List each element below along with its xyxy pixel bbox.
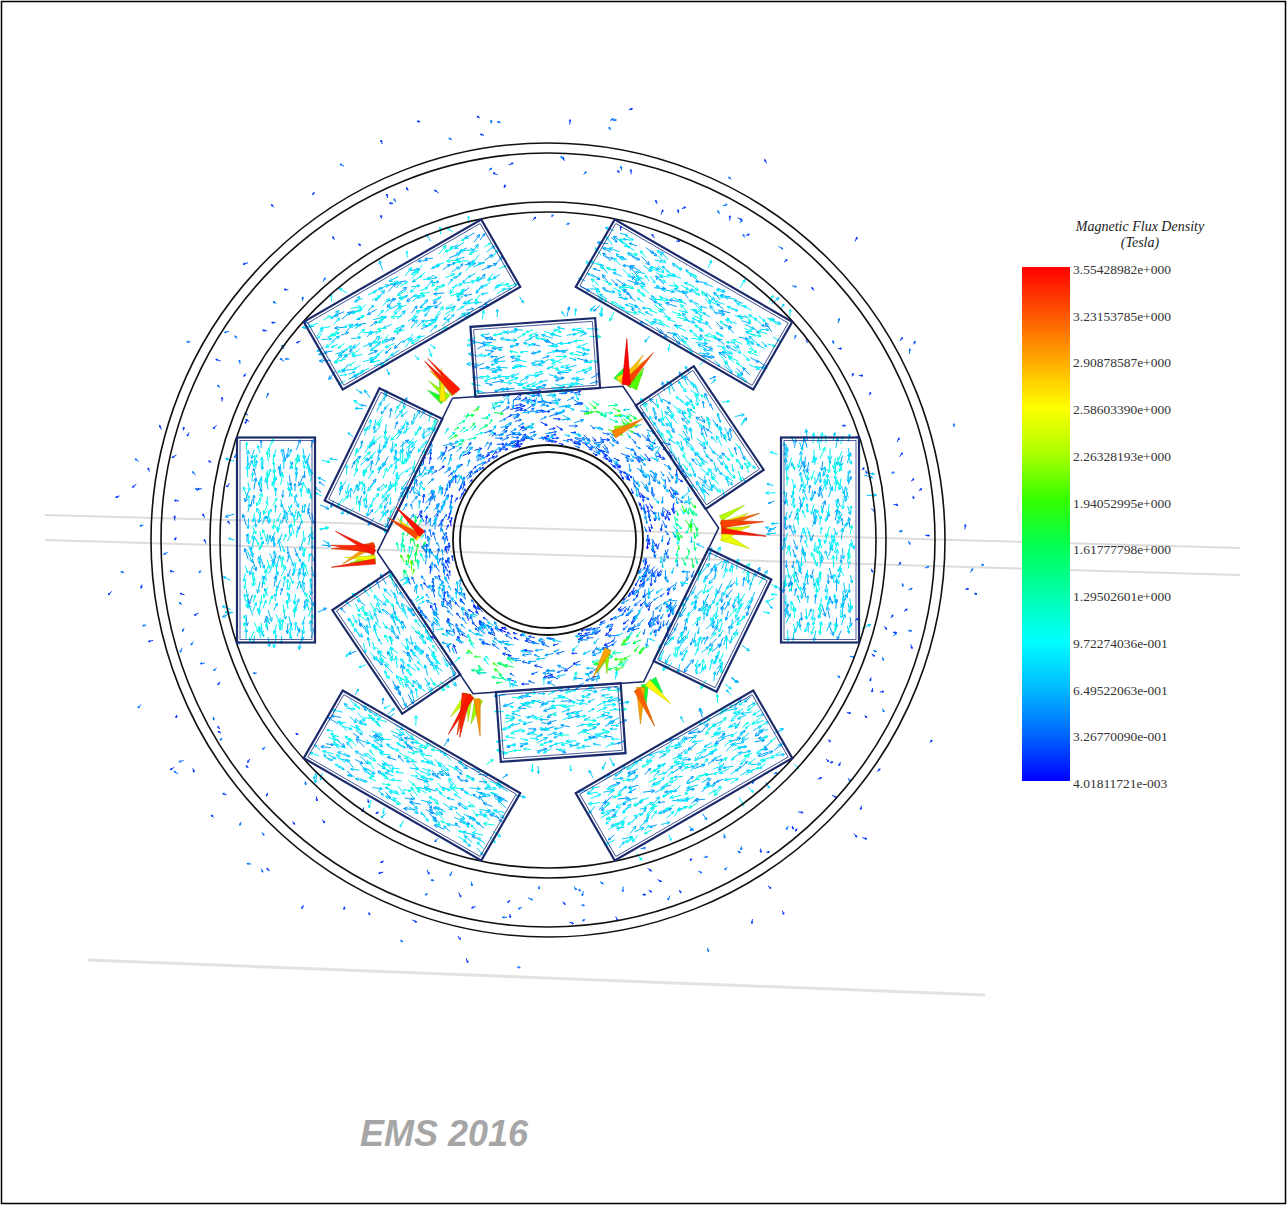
- legend-value: 3.23153785e+000: [1073, 309, 1171, 325]
- flux-vector: [243, 216, 855, 848]
- color-swatch: [1022, 711, 1070, 758]
- magnet: [636, 366, 764, 509]
- watermark: EMS 2016: [360, 1114, 528, 1154]
- legend-value: 9.72274036e-001: [1073, 636, 1168, 652]
- flux-vector: [396, 403, 698, 681]
- legend-value: 4.01811721e-003: [1073, 776, 1167, 792]
- flux-cone: [721, 520, 763, 527]
- motor-outline: [151, 143, 945, 937]
- magnet: [576, 691, 793, 861]
- magnet: [325, 388, 443, 531]
- flux-cone: [335, 531, 375, 555]
- flux-vectors: [108, 108, 984, 968]
- flux-cone: [428, 359, 460, 393]
- color-swatch: [1022, 290, 1070, 337]
- flux-cone: [425, 361, 458, 395]
- flux-cone: [331, 559, 375, 567]
- flux-vector: [406, 412, 698, 684]
- flux-cone: [612, 419, 643, 438]
- hot-vectors: [331, 339, 766, 738]
- magnet: [654, 549, 772, 692]
- magnet: [332, 571, 460, 714]
- color-swatch: [1022, 431, 1070, 478]
- flux-cone: [721, 528, 766, 536]
- color-swatch: [1022, 384, 1070, 431]
- flux-cone: [593, 648, 611, 678]
- color-swatch: [1022, 524, 1070, 571]
- flux-vector: [416, 403, 696, 675]
- magnet: [576, 219, 793, 389]
- rotor-core: [377, 386, 718, 693]
- magnet: [496, 683, 626, 762]
- magnet: [304, 691, 521, 861]
- color-swatch: [1022, 758, 1070, 781]
- flux-vector: [401, 409, 692, 670]
- magnet: [781, 438, 859, 643]
- color-swatch: [1022, 267, 1070, 290]
- legend-value: 2.58603390e+000: [1073, 402, 1171, 418]
- magnet: [470, 318, 600, 397]
- flux-vector: [121, 119, 984, 968]
- color-swatch: [1022, 337, 1070, 384]
- legend-value: 6.49522063e-001: [1073, 683, 1168, 699]
- legend-value: 3.26770090e-001: [1073, 729, 1168, 745]
- color-swatch: [1022, 477, 1070, 524]
- color-swatch: [1022, 664, 1070, 711]
- legend-value: 2.26328193e+000: [1073, 449, 1171, 465]
- color-swatch: [1022, 571, 1070, 618]
- flux-vector: [244, 237, 853, 860]
- flux-cone: [474, 699, 480, 737]
- magnet-outlines: [237, 219, 859, 860]
- legend-value: 2.90878587e+000: [1073, 355, 1171, 371]
- flux-vector: [400, 401, 699, 681]
- magnet: [237, 438, 315, 643]
- flux-cone: [622, 339, 630, 385]
- legend-value: 1.61777798e+000: [1073, 542, 1171, 558]
- flux-cone: [448, 695, 474, 735]
- flux-cone: [396, 507, 425, 536]
- flux-vector: [222, 227, 876, 855]
- flux-vector: [410, 422, 631, 571]
- color-swatch: [1022, 617, 1070, 664]
- legend-value: 1.94052995e+000: [1073, 496, 1171, 512]
- legend-title: Magnetic Flux Density (Tesla): [1055, 219, 1225, 251]
- flux-cone: [645, 680, 671, 704]
- flux-vector: [108, 108, 977, 962]
- legend-value: 3.55428982e+000: [1073, 262, 1171, 278]
- flux-cone: [634, 688, 654, 726]
- magnet: [304, 219, 521, 389]
- legend-value: 1.29502601e+000: [1073, 589, 1171, 605]
